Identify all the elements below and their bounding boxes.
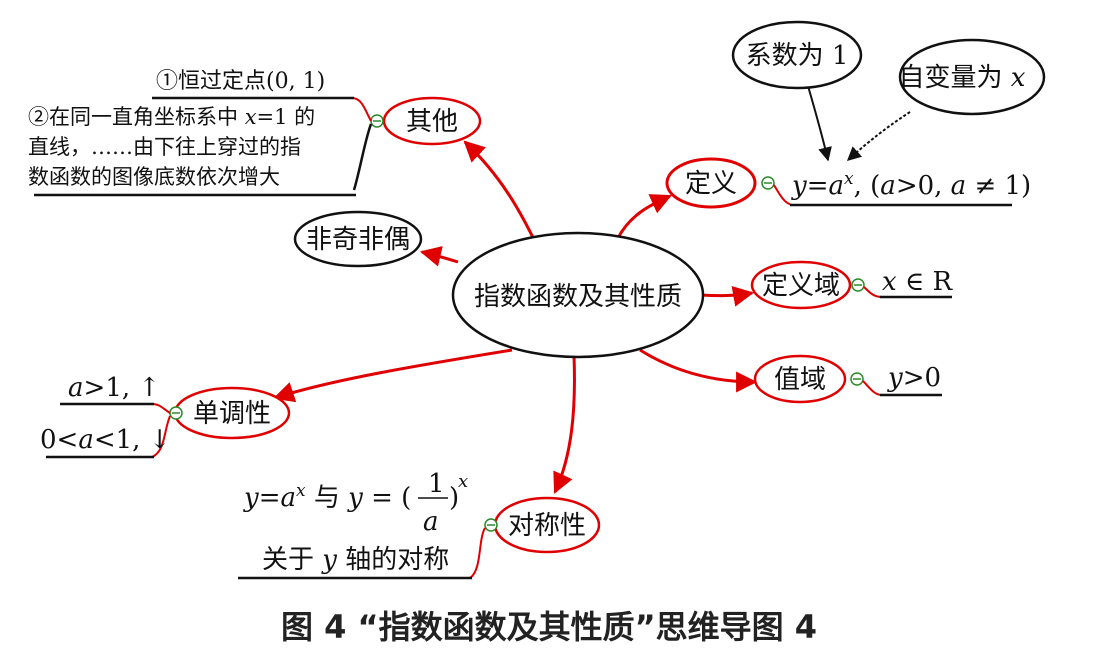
arrow-xishu [807,85,832,162]
svg-text:系数为 1: 系数为 1 [746,41,849,71]
svg-text:对称性: 对称性 [508,511,586,541]
edge-to-duicheng [553,354,576,494]
arrow-zibianliang [846,111,911,161]
svg-text:): ) [449,483,459,513]
symmetry-formula: y=ax 与 y = ( [243,481,411,513]
svg-text:值域: 值域 [774,365,826,395]
svg-text:直线，……由下往上穿过的指: 直线，……由下往上穿过的指 [28,135,301,159]
node-zhiyu: 值域 [753,354,864,404]
node-feiqi: 非奇非偶 [293,210,423,268]
fixed-point-note: ①恒过定点(0, 1) [156,69,325,94]
node-zibianliang: 自变量为 x [899,38,1046,116]
svg-text:单调性: 单调性 [193,399,271,429]
monotonic-decreasing: 0<a<1, ↓ [40,425,171,455]
svg-text:x: x [458,471,468,492]
center-node: 指数函数及其性质 [451,231,705,359]
edge-to-dandiao [273,348,513,403]
domain-value: x ∈ R [882,267,953,297]
center-label: 指数函数及其性质 [474,282,682,312]
node-xishu: 系数为 1 [731,20,863,90]
edge-to-dingyi [616,194,672,239]
node-dingyiyu: 定义域 [750,260,865,310]
node-duicheng: 对称性 [484,496,601,554]
qita-leaf-lines [34,96,373,197]
svg-text:定义: 定义 [685,169,737,199]
svg-text:定义域: 定义域 [762,271,840,301]
svg-text:②在同一直角坐标系中 x=1 的: ②在同一直角坐标系中 x=1 的 [28,105,315,129]
svg-text:数函数的图像底数依次增大: 数函数的图像底数依次增大 [28,165,280,189]
svg-text:非奇非偶: 非奇非偶 [306,225,410,255]
edge-to-qita [463,140,540,249]
definition-formula: y=ax, (a>0, a ≠ 1) [791,169,1031,201]
svg-text:a: a [423,507,439,537]
svg-text:其他: 其他 [406,107,458,137]
edge-to-feiqi [419,246,459,267]
edge-to-dingyiyu [699,285,755,307]
range-value: y>0 [887,363,941,393]
node-dandiao: 单调性 [169,386,291,440]
duicheng-leaf-lines [238,527,486,580]
svg-text:自变量为 x: 自变量为 x [899,63,1026,93]
dandiao-leaf-lines [46,402,171,459]
def-annotation-arrows [807,85,911,162]
svg-text:1: 1 [428,469,445,499]
figure-caption: 图 4 “指数函数及其性质”思维导图 4 [281,608,817,646]
connectors [273,140,758,494]
node-qita: 其他 [370,96,482,146]
monotonic-increasing: a>1, ↑ [68,373,160,403]
edge-to-zhiyu [639,348,758,393]
symmetry-note: 关于 y 轴的对称 [262,545,449,575]
node-dingyi: 定义 [665,157,775,209]
